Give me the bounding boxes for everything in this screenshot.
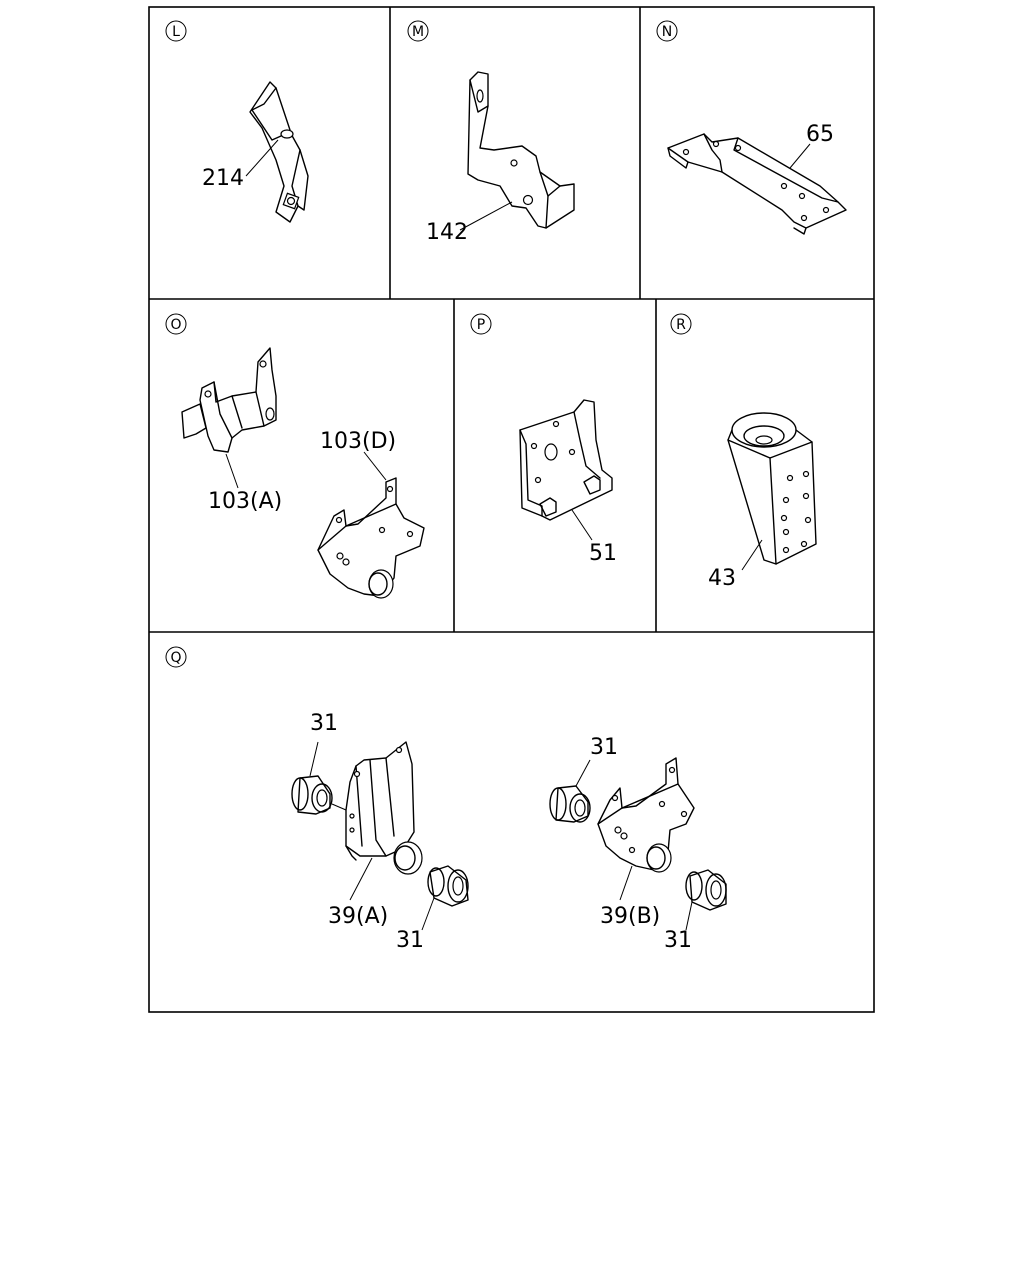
bracket-39a-drawing	[345, 741, 423, 875]
bushing-31-left-top	[291, 775, 333, 815]
part-label-31-right-bottom: 31	[664, 928, 692, 953]
bushing-31-left-bottom	[427, 865, 469, 907]
svg-text:Q: Q	[170, 650, 181, 666]
part-label-31-right-top: 31	[590, 735, 618, 760]
bracket-142-drawing	[467, 71, 575, 229]
svg-text:O: O	[170, 317, 181, 333]
bushing-31-right-top	[549, 785, 591, 823]
leader-31-left-top	[309, 741, 319, 777]
leader-103d	[363, 451, 387, 481]
part-label-103a: 103(A)	[208, 489, 282, 514]
leader-39b	[619, 865, 633, 901]
part-label-142: 142	[426, 220, 468, 245]
part-label-31-left-top: 31	[310, 711, 338, 736]
part-label-39a: 39(A)	[328, 904, 388, 929]
bracket-51-drawing	[519, 399, 613, 521]
panel-label-n: N	[656, 20, 678, 42]
panel-label-q: Q	[165, 646, 187, 668]
leader-51	[571, 509, 593, 541]
panel-label-o: O	[165, 313, 187, 335]
crossmember-65-drawing	[667, 133, 847, 235]
bracket-103a-drawing	[181, 347, 277, 453]
leader-214	[245, 139, 279, 177]
diagram-frame	[148, 6, 875, 1013]
bracket-43-drawing	[727, 412, 817, 565]
part-label-65: 65	[806, 122, 834, 147]
bracket-103d-drawing	[317, 477, 425, 599]
part-label-103d: 103(D)	[320, 429, 396, 454]
part-label-51: 51	[589, 541, 617, 566]
svg-text:P: P	[477, 317, 485, 333]
panel-label-r: R	[670, 313, 692, 335]
assembly-axis-line	[331, 803, 347, 811]
svg-text:M: M	[412, 24, 424, 40]
panel-label-p: P	[470, 313, 492, 335]
part-label-31-left-bottom: 31	[396, 928, 424, 953]
leader-142	[459, 201, 513, 231]
leader-31-right-bottom	[685, 901, 693, 931]
part-label-43: 43	[708, 566, 736, 591]
leader-103a	[225, 453, 239, 489]
leader-39a	[349, 857, 373, 901]
part-label-39b: 39(B)	[600, 904, 660, 929]
leader-31-right-top	[575, 759, 591, 787]
svg-text:L: L	[172, 24, 180, 40]
leader-43	[741, 539, 763, 571]
part-label-214: 214	[202, 166, 244, 191]
svg-text:N: N	[662, 24, 672, 40]
bushing-31-right-bottom	[685, 869, 727, 911]
leader-65	[789, 143, 811, 169]
panel-label-m: M	[407, 20, 429, 42]
bracket-39b-drawing	[597, 757, 695, 873]
svg-text:R: R	[676, 317, 686, 333]
bracket-214-drawing	[249, 81, 309, 223]
panel-label-l: L	[165, 20, 187, 42]
leader-31-left-bottom	[421, 897, 435, 931]
